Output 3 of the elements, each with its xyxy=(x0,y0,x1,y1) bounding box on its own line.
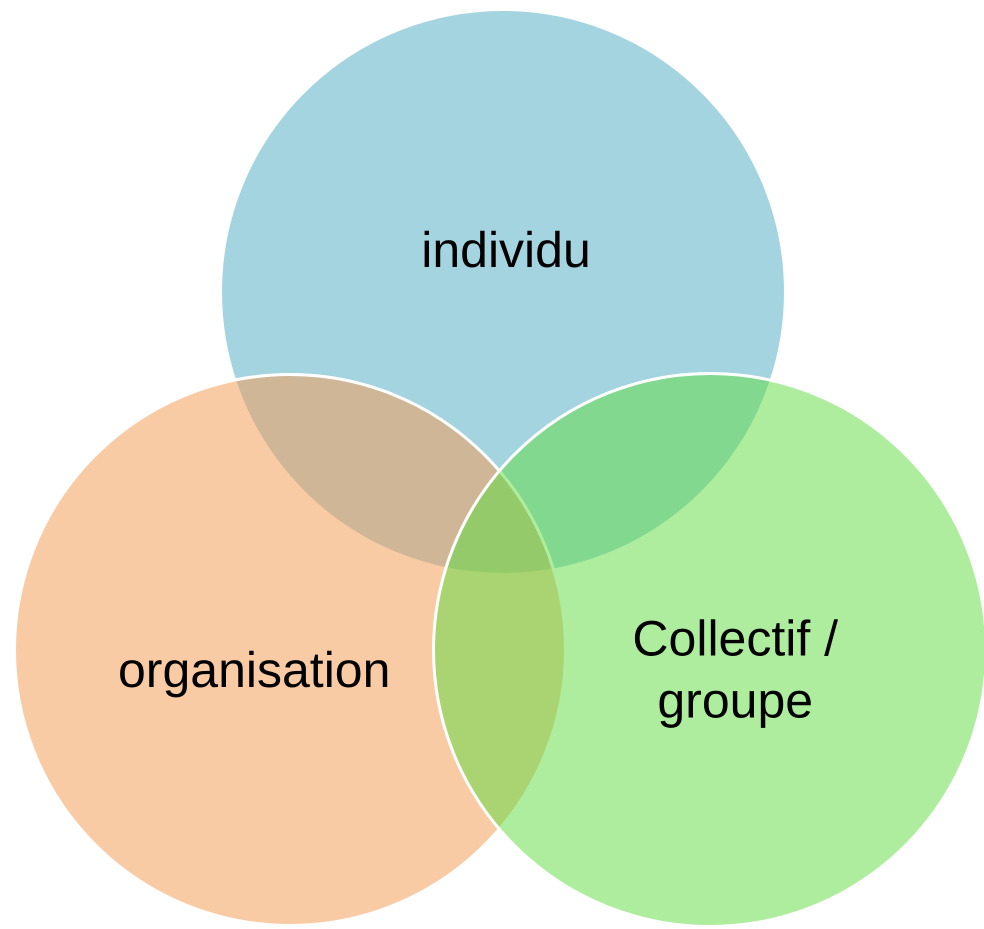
circle-label: Collectif / groupe xyxy=(631,609,840,731)
circle-label: individu xyxy=(420,220,592,280)
circle-label: organisation xyxy=(117,640,392,700)
